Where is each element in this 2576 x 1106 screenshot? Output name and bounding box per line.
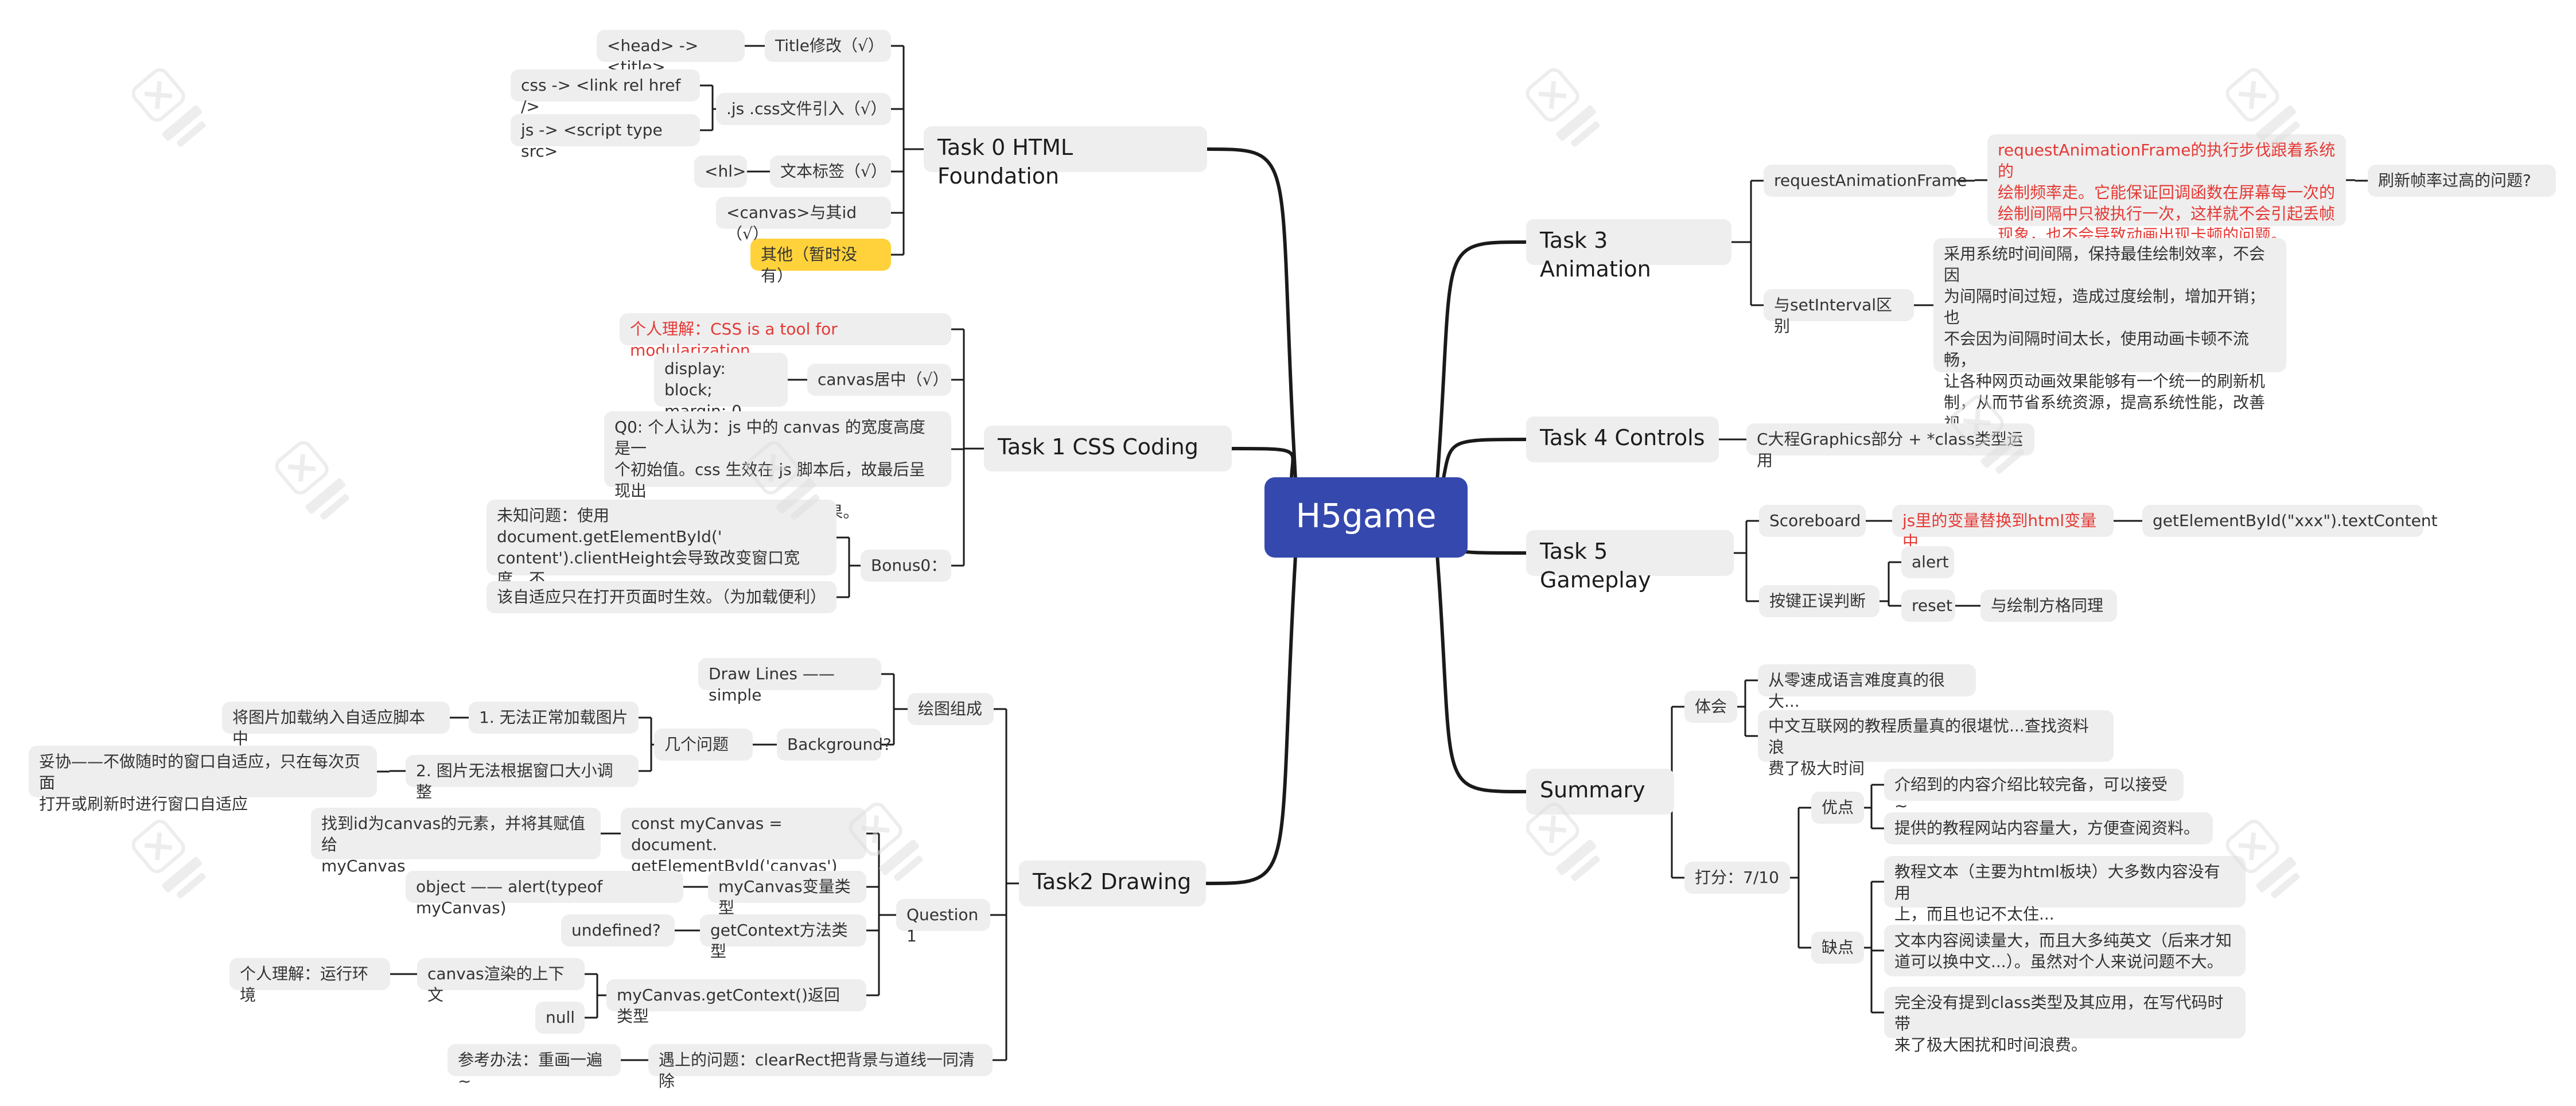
xmind-watermark-icon [746, 441, 820, 520]
node-pro-2[interactable]: 提供的教程网站内容量大，方便查阅资料。 [1884, 812, 2213, 844]
node-pros[interactable]: 优点 [1811, 792, 1864, 824]
node-experience-1[interactable]: 从零速成语言难度真的很大... [1758, 664, 1976, 711]
node-css-link[interactable]: css -> <link rel href /> [511, 69, 700, 116]
node-var-type[interactable]: myCanvas变量类型 [708, 871, 866, 917]
xmind-watermark-icon [275, 441, 349, 520]
node-gettext[interactable]: getElementById("xxx").textContent [2142, 505, 2438, 537]
node-context-env[interactable]: 个人理解：运行环境 [229, 958, 390, 1004]
node-question1[interactable]: Question 1 [896, 899, 990, 945]
branch-task0[interactable]: Task 0 HTML Foundation [924, 126, 1207, 189]
branch-task1[interactable]: Task 1 CSS Coding [984, 426, 1232, 472]
xmind-watermark-icon [849, 802, 923, 881]
node-clear-issue[interactable]: 遇上的问题：clearRect把背景与道线一同清除 [648, 1044, 993, 1091]
node-bonus[interactable]: Bonus0： [861, 550, 951, 582]
node-problem-1[interactable]: 1. 无法正常加载图片 [469, 702, 639, 734]
node-js-script[interactable]: js -> <script type src> [511, 114, 700, 161]
node-raf[interactable]: requestAnimationFrame [1764, 165, 1967, 197]
xmind-watermark-icon [1526, 802, 1600, 881]
node-composition[interactable]: 绘图组成 [908, 693, 994, 725]
node-con-3[interactable]: 完全没有提到class类型及其应用，在写代码时带 来了极大困扰和时间浪费。 [1884, 987, 2246, 1054]
node-reset[interactable]: reset [1901, 590, 1955, 622]
node-problems[interactable]: 几个问题 [654, 729, 753, 761]
node-con-1[interactable]: 教程文本（主要为html板块）大多数内容没有用 上，而且也记不太住... [1884, 856, 2246, 924]
node-getcontext-answer[interactable]: undefined? [561, 914, 675, 947]
node-key-judge[interactable]: 按键正误判断 [1759, 585, 1880, 617]
node-refresh-rate[interactable]: 刷新帧率过高的问题? [2368, 165, 2556, 197]
branch-line-t3 [1433, 240, 1527, 518]
branch-summary[interactable]: Summary [1526, 769, 1674, 815]
branch-line-t0 [1207, 147, 1299, 518]
node-problem-2[interactable]: 2. 图片无法根据窗口大小调整 [406, 755, 639, 801]
node-other[interactable]: 其他（暂时没有） [750, 239, 891, 285]
node-const-code[interactable]: const myCanvas = document. getElementByI… [621, 808, 866, 875]
xmind-watermark-icon [132, 819, 206, 898]
node-alert[interactable]: alert [1901, 546, 1954, 578]
node-css-note[interactable]: 个人理解：CSS is a tool for modularization. [620, 313, 951, 360]
node-cons[interactable]: 缺点 [1811, 932, 1864, 964]
node-null[interactable]: null [535, 1002, 585, 1034]
node-getcontext-type[interactable]: getContext方法类型 [700, 914, 866, 961]
node-return-type[interactable]: myCanvas.getContext()返回类型 [606, 979, 866, 1026]
node-const-desc[interactable]: 找到id为canvas的元素，并将其赋值给 myCanvas [311, 808, 601, 875]
xmind-watermark-icon [1951, 395, 2025, 474]
node-draw-lines[interactable]: Draw Lines —— simple [698, 658, 881, 704]
node-reset-desc[interactable]: 与绘制方格同理 [1980, 590, 2117, 622]
node-title-tag[interactable]: Title修改（√） [765, 30, 891, 62]
node-experience-2[interactable]: 中文互联网的教程质量真的很堪忧...查找资料浪 费了极大时间 [1758, 710, 2114, 778]
node-con-2[interactable]: 文本内容阅读量大，而且大多纯英文（后来才知 道可以换中文...）。虽然对个人来说… [1884, 925, 2246, 976]
node-head-title[interactable]: <head> -> <title> [597, 30, 745, 76]
node-center-css[interactable]: display: block; margin: 0 auto; [654, 353, 788, 442]
branch-task3[interactable]: Task 3 Animation [1526, 219, 1731, 282]
node-context-render[interactable]: canvas渲染的上下文 [417, 958, 585, 1004]
node-canvas-center[interactable]: canvas居中（√） [807, 364, 951, 396]
xmind-watermark-icon [2226, 819, 2300, 898]
branch-task5[interactable]: Task 5 Gameplay [1526, 530, 1734, 593]
xmind-watermark-icon [1526, 68, 1600, 147]
node-setinterval-desc[interactable]: 采用系统时间间隔，保持最佳绘制效率，不会因 为间隔时间过短，造成过度绘制，增加开… [1933, 238, 2286, 454]
node-file-import[interactable]: .js .css文件引入（√） [716, 93, 891, 125]
node-h1-tag[interactable]: <hl> [694, 155, 747, 188]
node-problem-2-solution[interactable]: 妥协——不做随时的窗口自适应，只在每次页面 打开或刷新时进行窗口自适应 [29, 746, 377, 813]
branch-line-t2 [1205, 517, 1299, 885]
node-background[interactable]: Background? [777, 729, 892, 761]
node-scoreboard[interactable]: Scoreboard [1759, 505, 1866, 537]
node-problem-1-solution[interactable]: 将图片加载纳入自适应脚本中 [222, 702, 450, 748]
node-js-to-html[interactable]: js里的变量替换到html变量中 [1892, 505, 2114, 551]
root-node[interactable]: H5game [1264, 477, 1468, 558]
node-adaptive[interactable]: 该自适应只在打开页面时生效。（为加载便利） [487, 581, 836, 613]
node-pro-1[interactable]: 介绍到的内容介绍比较完备，可以接受~ [1884, 769, 2184, 815]
branch-line-sm [1433, 517, 1527, 793]
branch-task2[interactable]: Task2 Drawing [1019, 860, 1206, 906]
xmind-watermark-icon [2226, 68, 2300, 147]
node-clear-ref[interactable]: 参考办法：重画一遍~ [448, 1044, 621, 1091]
xmind-watermark-icon [132, 68, 206, 147]
node-canvas-id[interactable]: <canvas>与其id（√） [716, 197, 891, 243]
node-setinterval[interactable]: 与setInterval区别 [1764, 289, 1914, 336]
node-score[interactable]: 打分：7/10 [1684, 862, 1790, 894]
node-text-tag[interactable]: 文本标签（√） [770, 155, 891, 188]
branch-task4[interactable]: Task 4 Controls [1526, 416, 1719, 462]
node-experience[interactable]: 体会 [1684, 691, 1737, 723]
node-var-type-answer[interactable]: object —— alert(typeof myCanvas) [406, 871, 683, 917]
